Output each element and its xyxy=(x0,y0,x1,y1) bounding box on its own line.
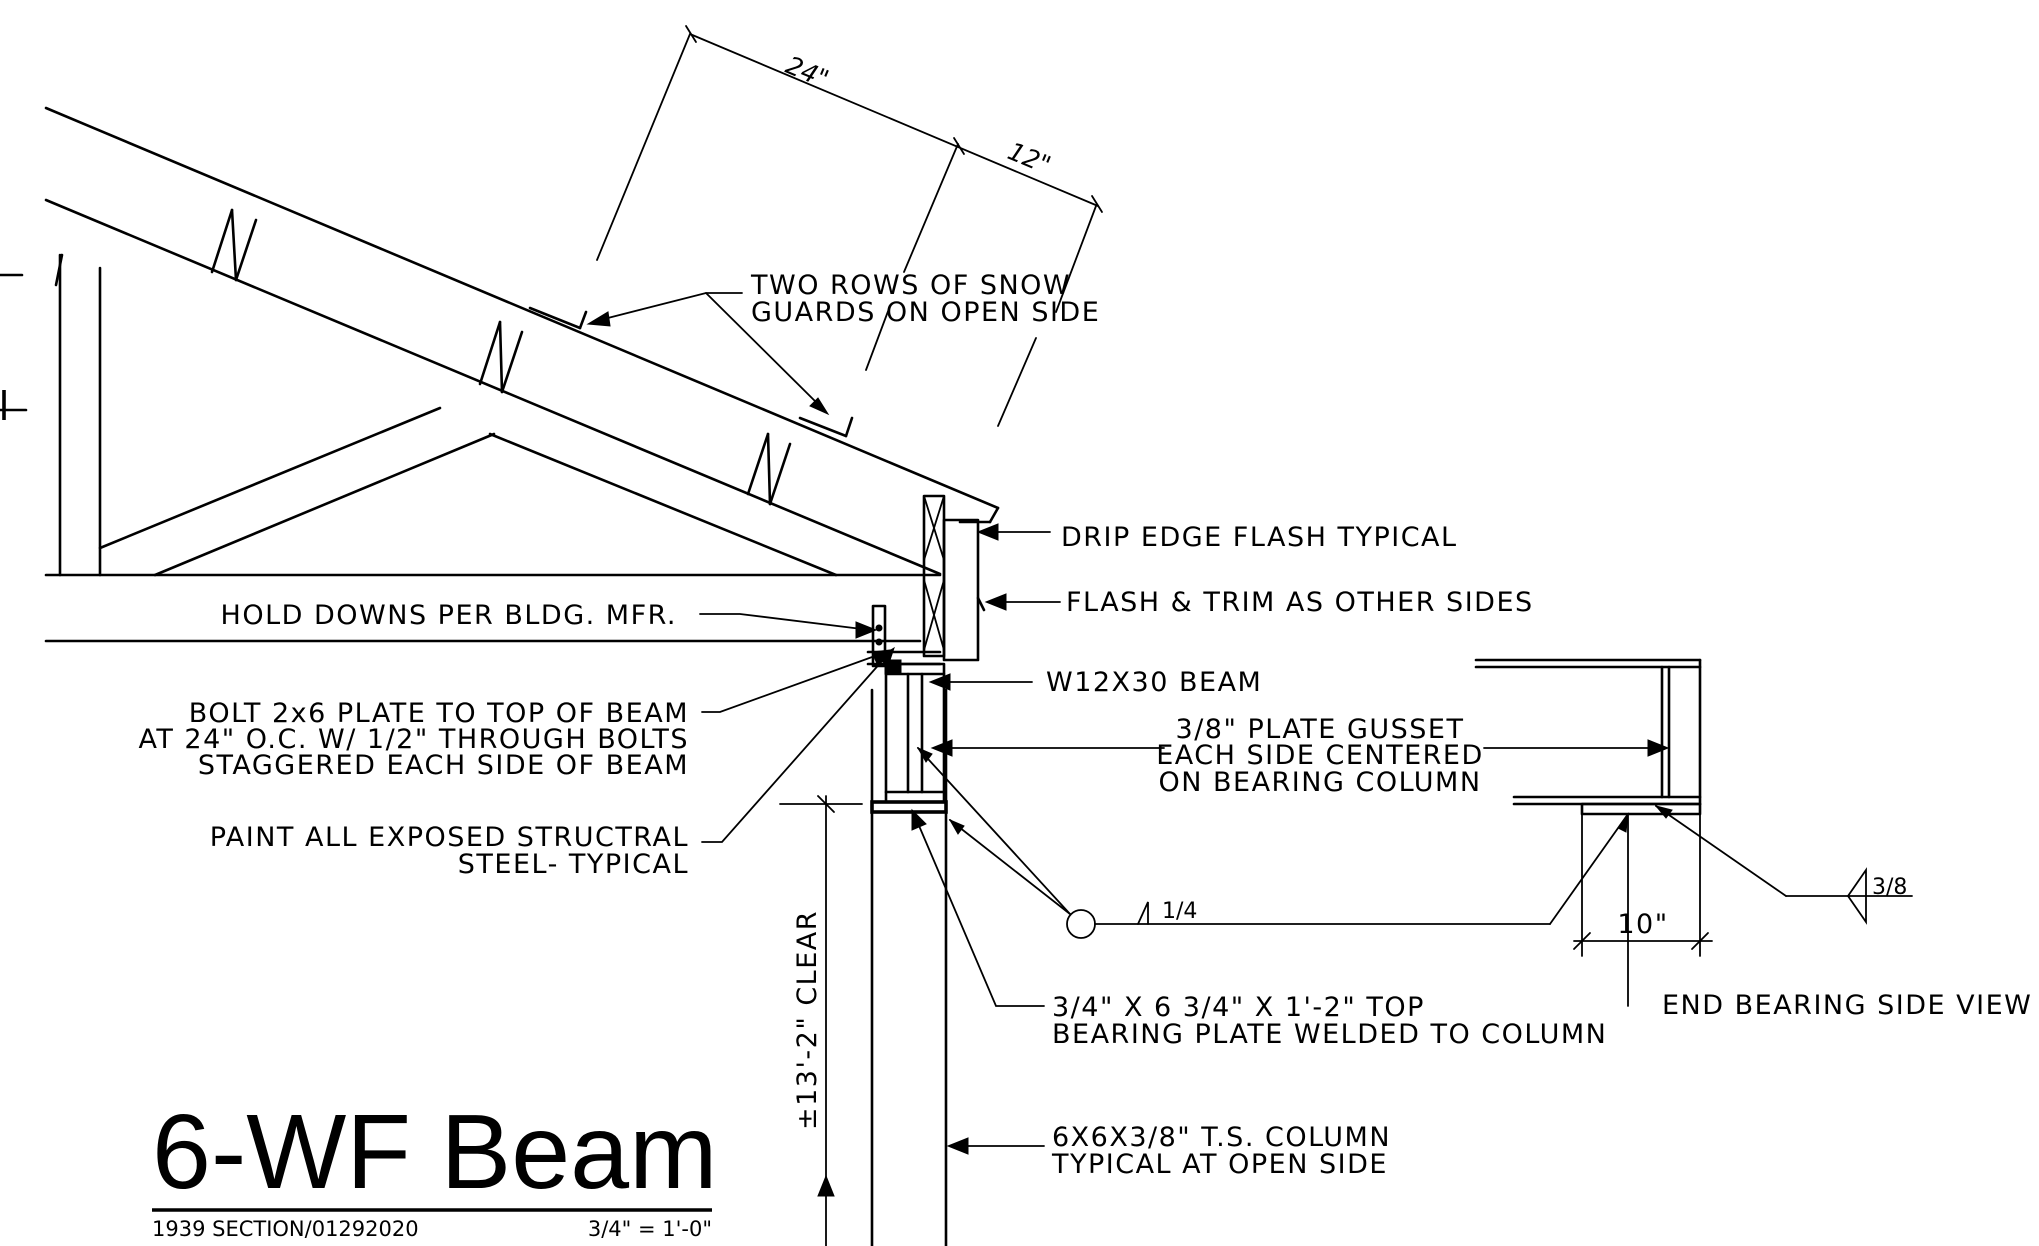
callout-paint-2: STEEL- TYPICAL xyxy=(458,849,689,880)
callout-bolt-plate-3: STAGGERED EACH SIDE OF BEAM xyxy=(198,750,689,781)
dim-overhang-12: 12" xyxy=(1004,136,1055,180)
callout-gusset-2: EACH SIDE CENTERED xyxy=(1156,740,1484,771)
weld-symbol-three-eighths: 3/8 xyxy=(1654,805,1913,925)
sheet-section: 1939 SECTION/01292020 xyxy=(152,1217,419,1241)
overhang-dimension: 24" 12" xyxy=(596,25,1103,427)
fascia-trim xyxy=(922,494,986,662)
blocking xyxy=(210,208,792,506)
callout-snow-guards-2: GUARDS ON OPEN SIDE xyxy=(751,297,1100,328)
callout-bolt-plate-1: BOLT 2x6 PLATE TO TOP OF BEAM xyxy=(189,698,689,729)
end-bearing-view xyxy=(1474,658,1702,1007)
callout-column-2: TYPICAL AT OPEN SIDE xyxy=(1051,1149,1388,1180)
callout-drip-edge: DRIP EDGE FLASH TYPICAL xyxy=(1061,522,1458,553)
weld-size-three-eighths: 3/8 xyxy=(1872,875,1907,900)
w12x30-beam xyxy=(884,662,946,804)
dim-overhang-24: 24" xyxy=(782,50,833,94)
dim-plate-width: 10" xyxy=(1617,909,1668,940)
roof-truss xyxy=(0,106,1000,643)
callout-bolt-plate-2: AT 24" O.C. W/ 1/2" THROUGH BOLTS xyxy=(138,724,689,755)
callout-gusset-1: 3/8" PLATE GUSSET xyxy=(1176,714,1465,745)
leaders xyxy=(586,292,1670,1155)
plate-width-dimension: 10" xyxy=(1573,909,1713,950)
weld-symbol-quarter: 1/4 xyxy=(916,746,1629,939)
callout-end-view: END BEARING SIDE VIEW xyxy=(1662,990,2032,1021)
callout-paint-1: PAINT ALL EXPOSED STRUCTRAL xyxy=(210,822,689,853)
callout-flash-trim: FLASH & TRIM AS OTHER SIDES xyxy=(1066,587,1534,618)
callout-bearing-plate-2: BEARING PLATE WELDED TO COLUMN xyxy=(1052,1019,1607,1050)
callout-snow-guards-1: TWO ROWS OF SNOW xyxy=(750,270,1071,301)
ts-column xyxy=(870,688,948,1246)
callout-hold-downs: HOLD DOWNS PER BLDG. MFR. xyxy=(221,600,677,631)
title-block: 6-WF Beam 1939 SECTION/01292020 3/4" = 1… xyxy=(152,1093,717,1241)
callout-gusset-3: ON BEARING COLUMN xyxy=(1158,767,1481,798)
sheet-scale: 3/4" = 1'-0" xyxy=(588,1217,712,1241)
weld-size-quarter: 1/4 xyxy=(1162,899,1197,924)
clear-height-dimension: ±13'-2" CLEAR xyxy=(779,795,863,1246)
callout-bearing-plate-1: 3/4" X 6 3/4" X 1'-2" TOP xyxy=(1052,992,1425,1023)
callout-beam: W12X30 BEAM xyxy=(1046,667,1262,698)
dim-clear-height: ±13'-2" CLEAR xyxy=(792,910,823,1130)
drawing-title: 6-WF Beam xyxy=(152,1093,717,1211)
callout-column-1: 6X6X3/8" T.S. COLUMN xyxy=(1052,1122,1391,1153)
